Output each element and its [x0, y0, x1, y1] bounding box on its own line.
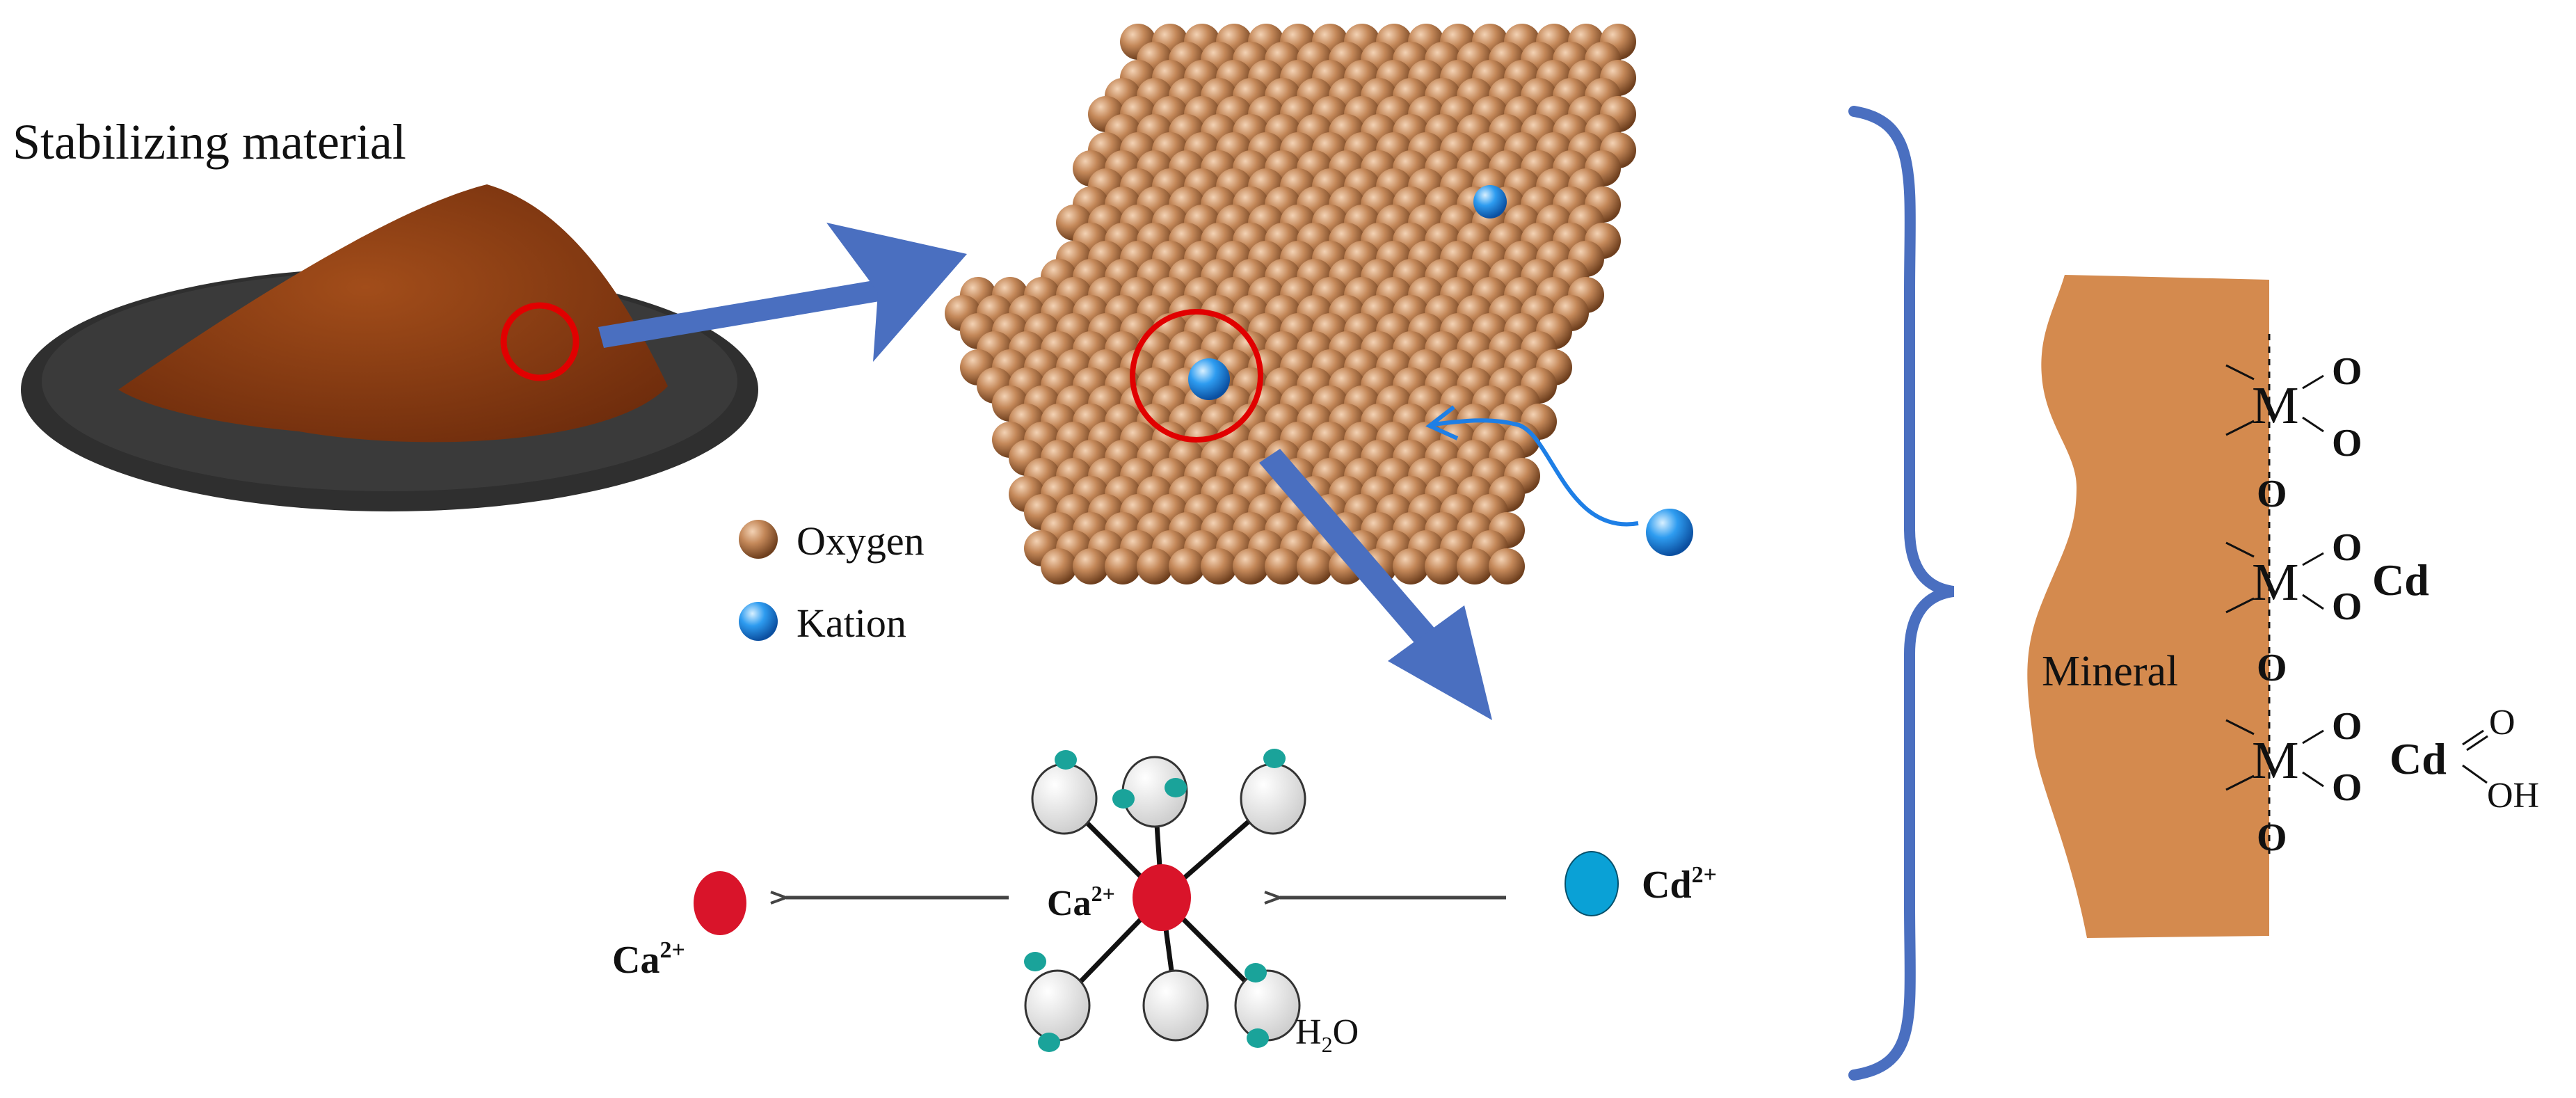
metal-m2: M	[2252, 553, 2299, 612]
mineral-surface	[2027, 275, 2269, 938]
o-site2-b: O	[2332, 585, 2362, 628]
oxygen-sphere	[1457, 548, 1493, 584]
oxygen-sphere	[1073, 548, 1109, 584]
oxygen-sphere	[1489, 548, 1525, 584]
h2o-label: H2O	[1295, 1012, 1359, 1057]
o-site3-b: O	[2332, 766, 2362, 809]
o-bridge-3: O	[2257, 816, 2287, 859]
o-site3-a: O	[2332, 705, 2362, 748]
kation-sphere-upper	[1473, 185, 1507, 218]
kation-highlight-circle	[1130, 309, 1263, 443]
crystal-lattice	[945, 24, 1636, 584]
cd-ion	[1565, 851, 1619, 916]
ca-center-label: Ca2+	[1047, 881, 1115, 923]
o-double-bond: O	[2489, 703, 2515, 742]
surface-site-1: M O O O	[2225, 350, 2362, 516]
hydrogen-atoms	[1024, 749, 1286, 1052]
cd-site3: Cd	[2390, 734, 2447, 783]
zoom-arrow	[598, 223, 967, 362]
metal-m1: M	[2252, 376, 2299, 435]
oxygen-sphere	[1297, 548, 1333, 584]
ca-ion-center	[1133, 864, 1191, 931]
o-site1-a: O	[2332, 350, 2362, 393]
hydrated-calcium-complex: Ca2+ H2O	[1024, 749, 1359, 1057]
oxygen-legend-label: Oxygen	[797, 518, 925, 564]
o-bridge-1: O	[2257, 472, 2287, 516]
cd-label: Cd2+	[1642, 862, 1717, 907]
kation-legend-label: Kation	[797, 600, 906, 646]
legend: Oxygen Kation	[739, 518, 925, 646]
metal-m3: M	[2252, 731, 2299, 790]
cd-site2: Cd	[2372, 555, 2429, 605]
mineral-label: Mineral	[2042, 648, 2178, 695]
incoming-cation-arrow	[1432, 418, 1639, 527]
kation-sphere-lattice	[1188, 358, 1230, 400]
surface-site-2: M O O Cd O	[2225, 526, 2429, 690]
ca-left-label: Ca2+	[612, 937, 685, 982]
oxygen-sphere	[1137, 548, 1173, 584]
oxygen-sphere	[1105, 548, 1141, 584]
o-site2-a: O	[2332, 526, 2362, 569]
o-bridge-2: O	[2257, 646, 2287, 690]
oxygen-sphere	[1265, 548, 1301, 584]
stabilizing-material-label: Stabilizing material	[13, 114, 406, 170]
kation-legend-icon	[739, 602, 778, 641]
exchange-arrow	[1259, 449, 1492, 720]
powder-plate-image	[21, 184, 758, 511]
surface-site-3: M O O Cd O OH O	[2225, 703, 2539, 859]
oxygen-sphere	[1041, 548, 1077, 584]
sample-highlight-circle	[500, 302, 579, 381]
oxygen-sphere	[1201, 548, 1237, 584]
hydroxyl-label: OH	[2487, 776, 2539, 815]
curly-brace	[1848, 106, 1955, 1081]
oxygen-sphere	[1169, 548, 1205, 584]
ca-ion-released	[694, 871, 746, 935]
oxygen-sphere	[1393, 548, 1429, 584]
incoming-cation-sphere	[1646, 509, 1693, 556]
oxygen-sphere	[1425, 548, 1461, 584]
water-molecules	[1024, 756, 1306, 1042]
o-site1-b: O	[2332, 422, 2362, 465]
oxygen-sphere	[1233, 548, 1269, 584]
oxygen-legend-icon	[739, 520, 778, 559]
